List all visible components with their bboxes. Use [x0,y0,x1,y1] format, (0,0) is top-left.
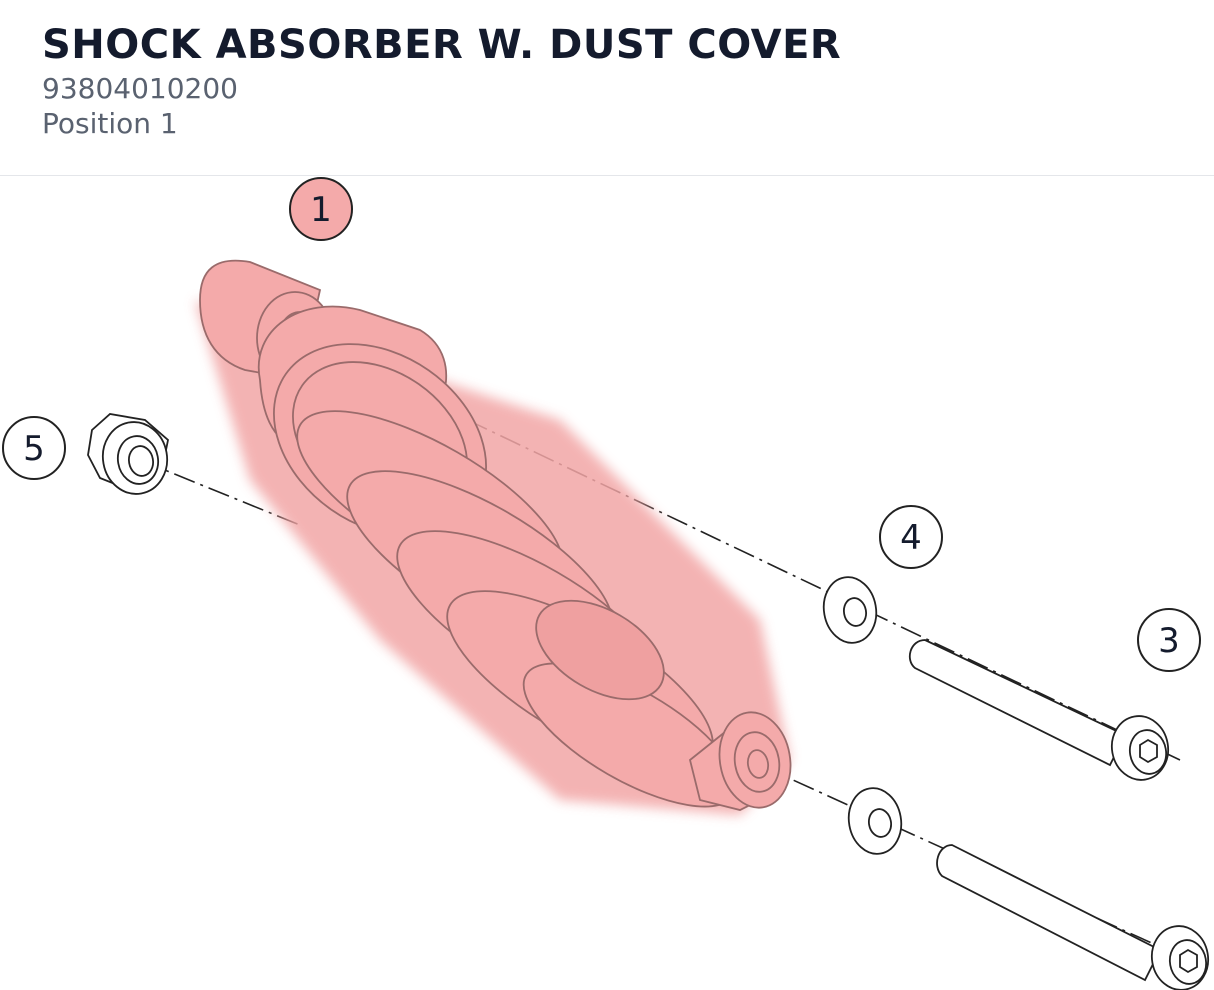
part-number: 93804010200 [42,72,238,105]
position-label: Position 1 [42,107,178,140]
callout-1-label: 1 [310,190,332,230]
bolt-upper-part[interactable] [908,639,1173,784]
exploded-diagram: 1 5 4 3 [0,177,1214,990]
callout-4[interactable]: 4 [879,505,943,569]
shock-absorber-part[interactable] [195,259,798,834]
callout-4-label: 4 [900,518,922,558]
nut-part[interactable] [87,413,173,499]
page-title: SHOCK ABSORBER W. DUST COVER [42,22,842,68]
callout-5-label: 5 [23,429,45,469]
washer-upper-part[interactable] [819,573,882,647]
washer-lower-part[interactable] [844,784,907,858]
callout-5[interactable]: 5 [2,416,66,480]
bolt-lower-part[interactable] [936,844,1213,990]
callout-1[interactable]: 1 [289,177,353,241]
callout-3-label: 3 [1158,621,1180,661]
callout-3[interactable]: 3 [1137,608,1201,672]
page-header: SHOCK ABSORBER W. DUST COVER 93804010200… [0,0,1214,176]
